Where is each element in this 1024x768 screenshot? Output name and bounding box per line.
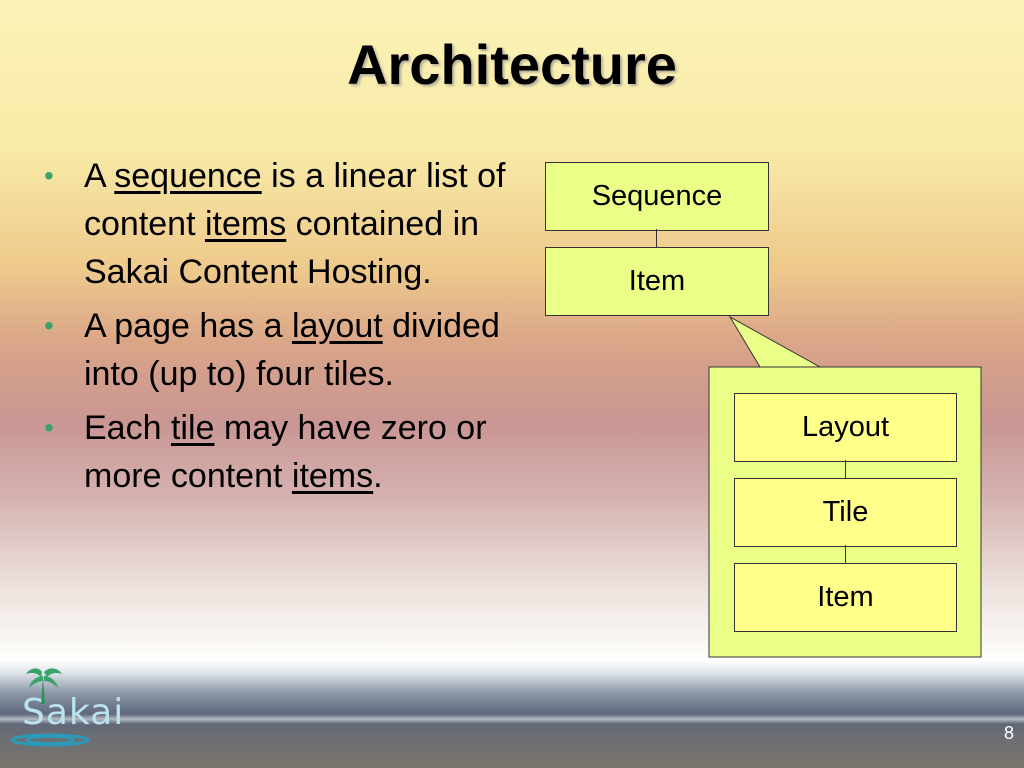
bullet-list: • A sequence is a linear list of content… xyxy=(40,152,520,506)
sequence-label: Sequence xyxy=(591,180,723,212)
wave-foam xyxy=(0,714,1024,724)
bullet-dot-icon: • xyxy=(44,310,54,341)
item-label: Item xyxy=(817,581,874,613)
bullet-text: A page has a xyxy=(84,307,292,345)
tile-label: Tile xyxy=(822,496,869,528)
bullet-item-layout: • A page has a layout divided into (up t… xyxy=(40,302,520,398)
term-tile: tile xyxy=(170,409,215,447)
logo-text: Sakai xyxy=(22,692,125,733)
palm-tree-icon xyxy=(10,668,90,747)
bullet-text: contained in Sakai Content Hosting. xyxy=(84,205,480,291)
connector-line xyxy=(845,545,846,563)
term-items: items xyxy=(204,205,287,243)
bullet-text: A xyxy=(84,157,115,195)
bullet-text: divided into (up to) four tiles. xyxy=(84,307,500,393)
sequence-box: Sequence xyxy=(545,162,769,231)
bullet-text: . xyxy=(373,457,383,495)
term-sequence: sequence xyxy=(114,157,262,195)
bullet-text: Each xyxy=(84,409,171,447)
bullet-text: is a linear list of content xyxy=(84,157,506,243)
bullet-item-sequence: • A sequence is a linear list of content… xyxy=(40,152,520,296)
item-label: Item xyxy=(628,265,686,297)
bullet-item-tile: • Each tile may have zero or more conten… xyxy=(40,404,520,500)
connector-line xyxy=(845,460,846,478)
bullet-dot-icon: • xyxy=(44,160,54,191)
sakai-logo: Sakai xyxy=(10,664,123,754)
layout-label: Layout xyxy=(801,411,890,443)
connector-line xyxy=(656,229,657,247)
term-layout: layout xyxy=(291,307,383,345)
layout-box: Layout xyxy=(734,393,957,462)
item-box-top: Item xyxy=(545,247,769,316)
bullet-dot-icon: • xyxy=(44,412,54,443)
slide-title: Architecture xyxy=(347,33,677,96)
item-box-bottom: Item xyxy=(734,563,957,632)
bullet-text: may have zero or more content xyxy=(84,409,487,495)
tile-box: Tile xyxy=(734,478,957,547)
page-number: 8 xyxy=(1003,723,1014,743)
term-items: items xyxy=(291,457,374,495)
